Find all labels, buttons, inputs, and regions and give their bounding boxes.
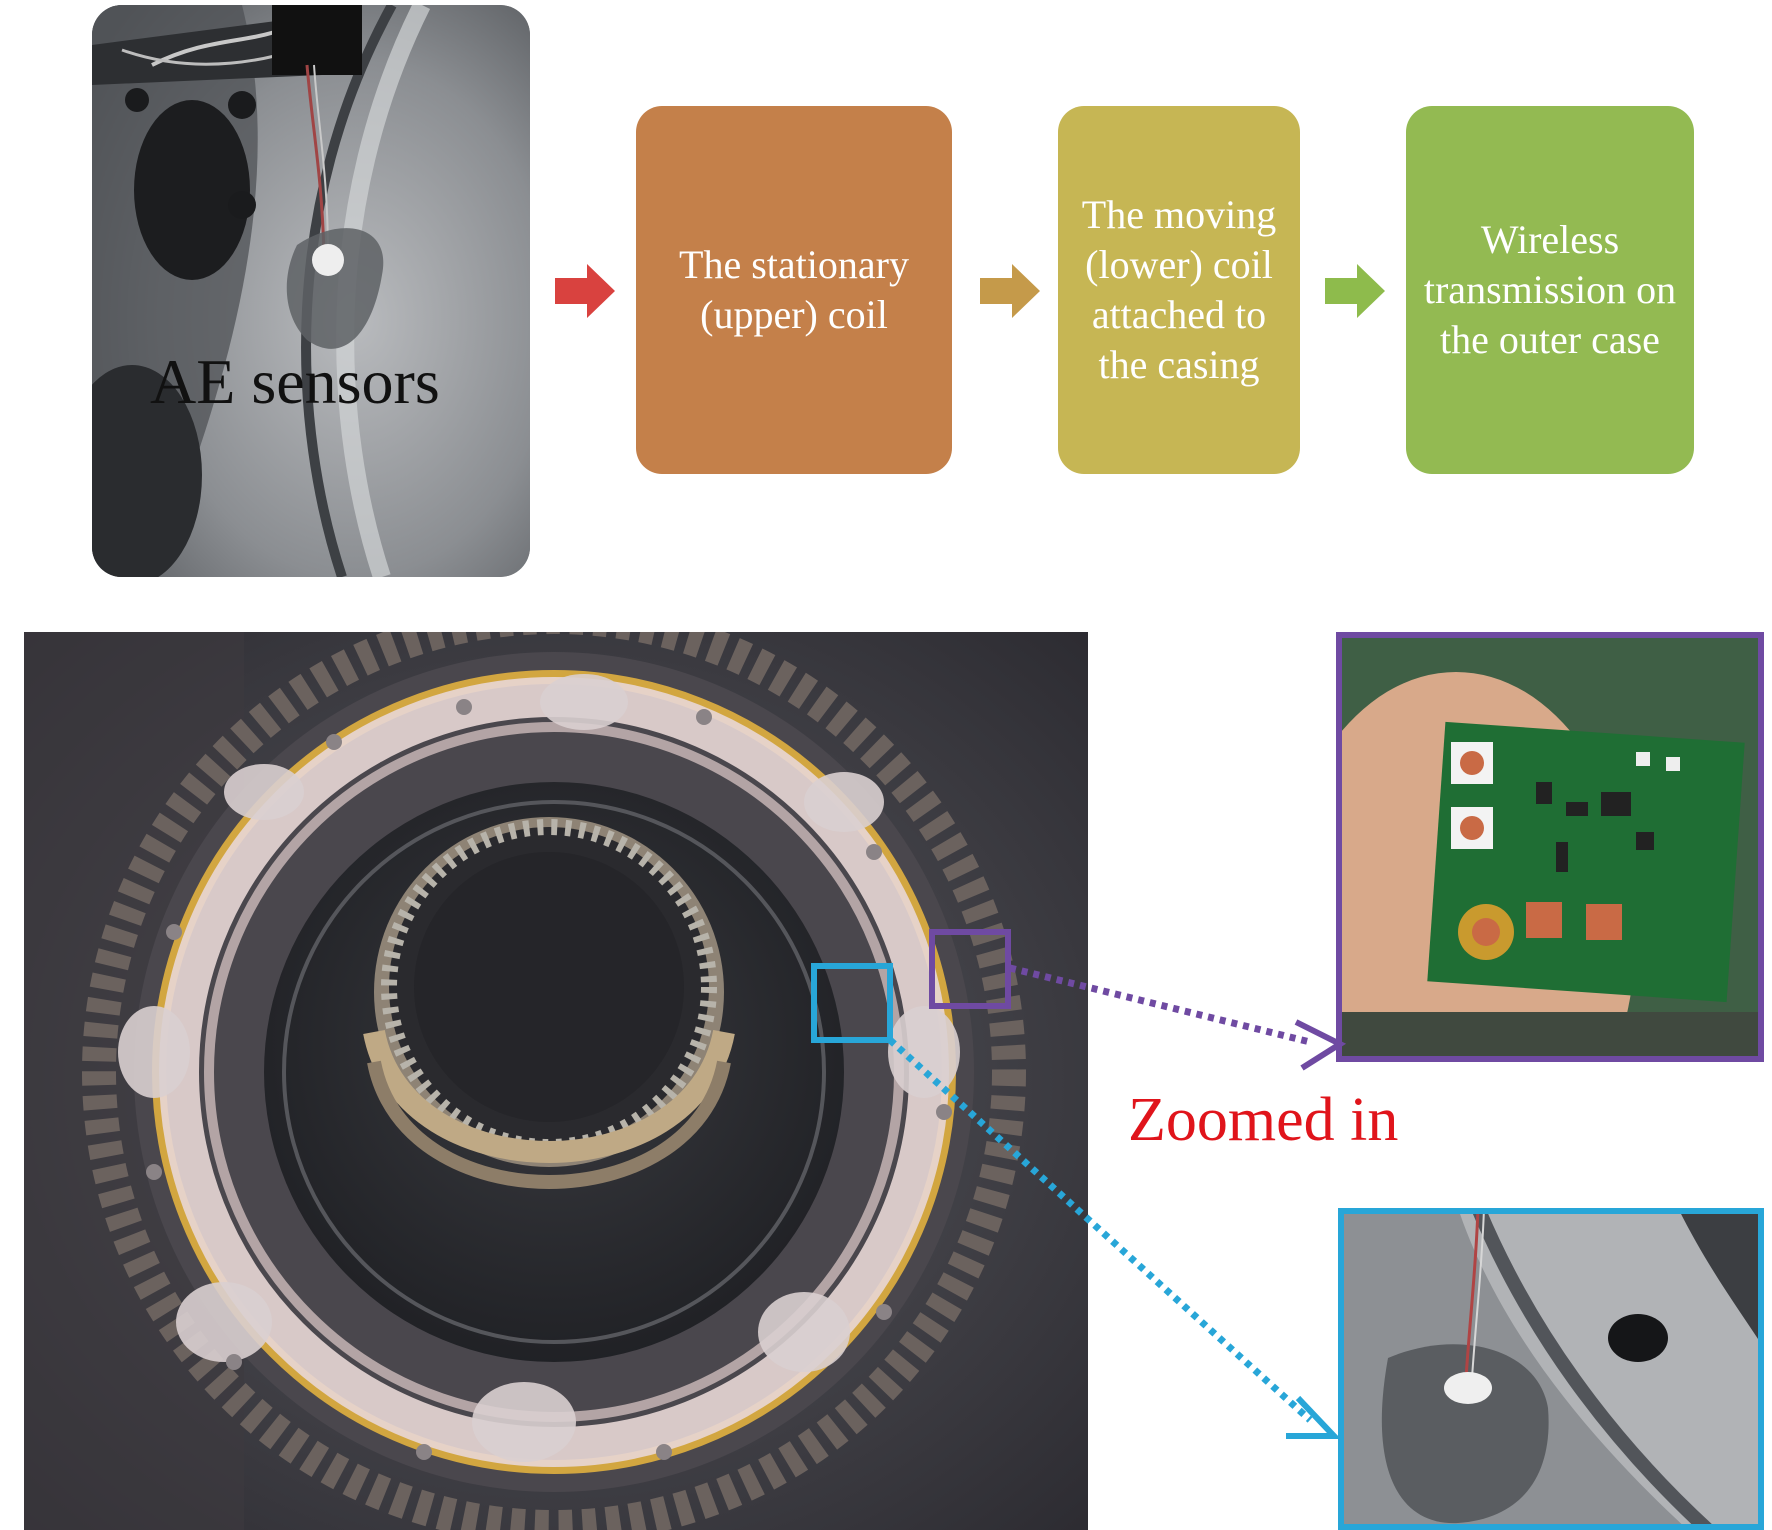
ae-sensors-label: AE sensors (150, 346, 440, 417)
arrow-shape (1325, 264, 1385, 318)
flow-arrow-icon (980, 264, 1040, 318)
flow-box-moving-coil: The moving (lower) coil attached to the … (1058, 106, 1300, 474)
flow-arrow-icon (1325, 264, 1385, 318)
ae-sensor-photo (92, 5, 530, 577)
arrow-shape (555, 264, 615, 318)
flow-box-wireless-transmission: Wireless transmission on the outer case (1406, 106, 1694, 474)
sensor-zoom-inset (1338, 1208, 1764, 1530)
purple-arrowhead-icon (1294, 1019, 1347, 1071)
flow-box-stationary-coil: The stationary (upper) coil (636, 106, 952, 474)
flow-arrow-icon (555, 264, 615, 318)
blue-arrowhead-icon (1286, 1395, 1341, 1439)
planetary-gear-photo (24, 632, 1088, 1530)
flow-box-label: The stationary (upper) coil (679, 242, 909, 337)
pcb-zoom-inset (1336, 632, 1764, 1062)
flow-box-label: The moving (lower) coil attached to the … (1081, 192, 1277, 387)
arrow-shape (980, 264, 1040, 318)
flow-box-label: Wireless transmission on the outer case (1423, 217, 1677, 362)
zoomed-in-label: Zoomed in (1128, 1086, 1399, 1154)
